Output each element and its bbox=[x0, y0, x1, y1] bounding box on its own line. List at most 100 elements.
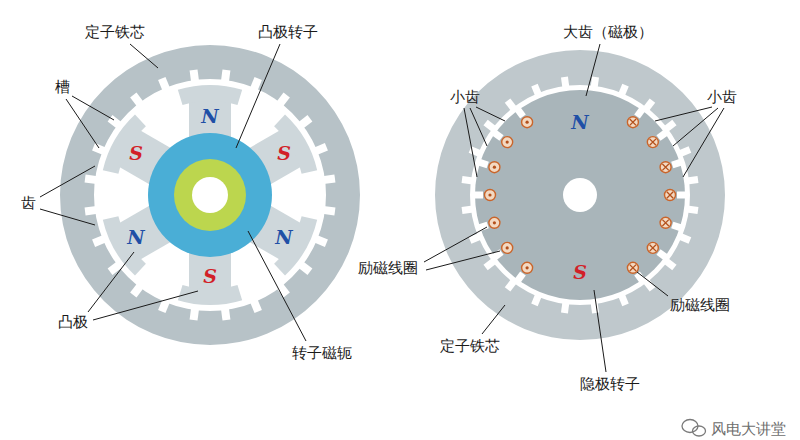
leader-line bbox=[464, 108, 477, 177]
field-coil-slot bbox=[514, 106, 532, 127]
leader-line bbox=[683, 108, 724, 177]
stator-slot bbox=[275, 281, 290, 297]
pole-letter: S bbox=[277, 142, 291, 165]
field-coil-slot bbox=[627, 106, 645, 127]
rotor-slot bbox=[656, 129, 668, 141]
rotor-slots bbox=[473, 106, 687, 283]
part-label: 小齿 bbox=[707, 88, 737, 106]
leader-line bbox=[655, 107, 712, 121]
field-coil-slot bbox=[627, 262, 645, 283]
field-coil bbox=[502, 242, 513, 253]
pole-shoe bbox=[103, 115, 146, 174]
icon-bubble bbox=[682, 420, 698, 433]
stator-slot bbox=[561, 300, 570, 314]
stator-slots bbox=[85, 70, 336, 321]
part-label: 齿 bbox=[21, 194, 36, 212]
field-coil bbox=[647, 242, 658, 253]
stator-slot bbox=[130, 281, 145, 297]
stator-slot bbox=[321, 175, 336, 185]
pole-letter: S bbox=[129, 142, 143, 165]
current-out-dot bbox=[493, 221, 496, 224]
stator-slot bbox=[275, 93, 290, 109]
stator-slot bbox=[312, 143, 328, 156]
stator-slot bbox=[531, 84, 542, 99]
stator-slot bbox=[92, 143, 108, 156]
field-coil bbox=[489, 162, 500, 173]
field-coil-slot bbox=[660, 159, 683, 173]
field-coil bbox=[647, 137, 658, 148]
pole-shoe bbox=[274, 115, 317, 174]
stator-slot bbox=[312, 234, 328, 247]
stator-slot bbox=[685, 176, 699, 185]
stator-slot bbox=[677, 146, 692, 157]
pole-shoe bbox=[178, 85, 242, 105]
pole-letter: N bbox=[571, 111, 588, 134]
rotor-slot bbox=[477, 222, 489, 232]
part-label: 凸极 bbox=[58, 313, 88, 331]
rotor-slot bbox=[677, 192, 687, 199]
stator-slot bbox=[617, 292, 628, 307]
shaft-hole bbox=[192, 177, 228, 213]
stator-slot bbox=[469, 232, 484, 243]
pole-letter: N bbox=[275, 226, 292, 249]
current-in-cross bbox=[650, 139, 656, 145]
stator-slot bbox=[85, 206, 100, 216]
leader-lines bbox=[40, 44, 724, 372]
rotor-slot bbox=[491, 249, 503, 261]
watermark: 风电大讲堂 bbox=[711, 420, 786, 438]
field-coil bbox=[485, 190, 496, 201]
field-coil bbox=[522, 117, 533, 128]
stator-slot bbox=[685, 205, 699, 214]
current-out-dot bbox=[525, 266, 528, 269]
field-coil-slot bbox=[477, 217, 500, 231]
pole-letter: S bbox=[573, 261, 587, 284]
field-coil bbox=[627, 117, 638, 128]
part-label: 槽 bbox=[55, 78, 70, 96]
stator-slot bbox=[296, 260, 312, 275]
field-coil-slot bbox=[647, 242, 668, 260]
field-coil bbox=[660, 162, 671, 173]
current-out-dot bbox=[488, 193, 491, 196]
stator-slot bbox=[469, 146, 484, 157]
leader-line bbox=[40, 209, 95, 225]
stator-slot bbox=[108, 260, 124, 275]
current-out-dot bbox=[525, 121, 528, 124]
rotor-slot bbox=[514, 271, 526, 283]
stator-slot bbox=[190, 70, 200, 85]
current-in-cross bbox=[630, 119, 636, 125]
current-in-cross bbox=[667, 192, 673, 198]
current-out-dot bbox=[493, 166, 496, 169]
stator-slot bbox=[296, 115, 312, 130]
stator-slot bbox=[190, 306, 200, 321]
stator-slot bbox=[617, 84, 628, 99]
part-label: 定子铁芯 bbox=[440, 337, 500, 355]
wechat-icon bbox=[682, 420, 706, 437]
shaft-hole bbox=[563, 178, 597, 212]
stator-slot bbox=[677, 232, 692, 243]
rotor-slot bbox=[477, 159, 489, 169]
salient-pole-machine bbox=[60, 45, 360, 345]
part-label: 转子磁轭 bbox=[292, 344, 352, 362]
stator-slots bbox=[462, 77, 699, 314]
pole-shoe bbox=[178, 285, 242, 305]
part-label: 励磁线圈 bbox=[358, 259, 418, 277]
leader-line bbox=[586, 44, 600, 96]
stator-slot bbox=[249, 297, 262, 313]
cylindrical-rotor bbox=[475, 90, 685, 300]
part-label: 小齿 bbox=[450, 88, 480, 106]
stator-slot bbox=[531, 292, 542, 307]
part-label: 定子铁芯 bbox=[85, 23, 145, 41]
part-label: 励磁线圈 bbox=[670, 296, 730, 314]
stator-slot bbox=[561, 77, 570, 91]
leader-line bbox=[66, 99, 99, 148]
leader-line bbox=[476, 107, 505, 121]
stator-slot bbox=[462, 176, 476, 185]
stator-slot bbox=[590, 300, 599, 314]
field-coil-slot bbox=[660, 217, 683, 231]
stator-slot bbox=[462, 205, 476, 214]
field-coil-slot bbox=[473, 190, 496, 201]
rotor-slot bbox=[514, 106, 526, 118]
pole-letter: N bbox=[201, 105, 218, 128]
current-out-dot bbox=[506, 140, 509, 143]
